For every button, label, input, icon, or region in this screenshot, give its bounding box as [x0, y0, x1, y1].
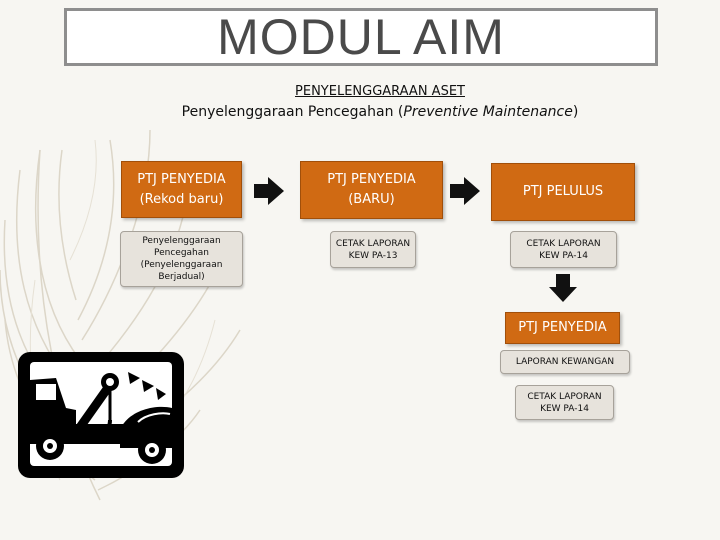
step1-sub-box: Penyelenggaraan Pencegahan (Penyelenggar…: [120, 231, 243, 287]
page-title: MODUL AIM: [217, 9, 505, 65]
final-sub-box-2: CETAK LAPORAN KEW PA-14: [515, 385, 614, 420]
step3-sub-box: CETAK LAPORAN KEW PA-14: [510, 231, 617, 268]
right-arrow-icon: [450, 177, 480, 205]
final-sub-box-1: LAPORAN KEWANGAN: [500, 350, 630, 374]
section-subheading: Penyelenggaraan Pencegahan (Preventive M…: [181, 104, 579, 120]
step1-box: PTJ PENYEDIA (Rekod baru): [121, 161, 242, 218]
title-box: MODUL AIM: [64, 8, 658, 66]
section-heading: PENYELENGGARAAN ASET: [295, 84, 465, 99]
right-arrow-icon: [254, 177, 284, 205]
step2-box: PTJ PENYEDIA (BARU): [300, 161, 443, 219]
down-arrow-icon: [549, 274, 577, 302]
tow-truck-icon: [18, 352, 184, 478]
step2-sub-box: CETAK LAPORAN KEW PA-13: [330, 231, 416, 268]
final-box: PTJ PENYEDIA: [505, 312, 620, 344]
step3-box: PTJ PELULUS: [491, 163, 635, 221]
